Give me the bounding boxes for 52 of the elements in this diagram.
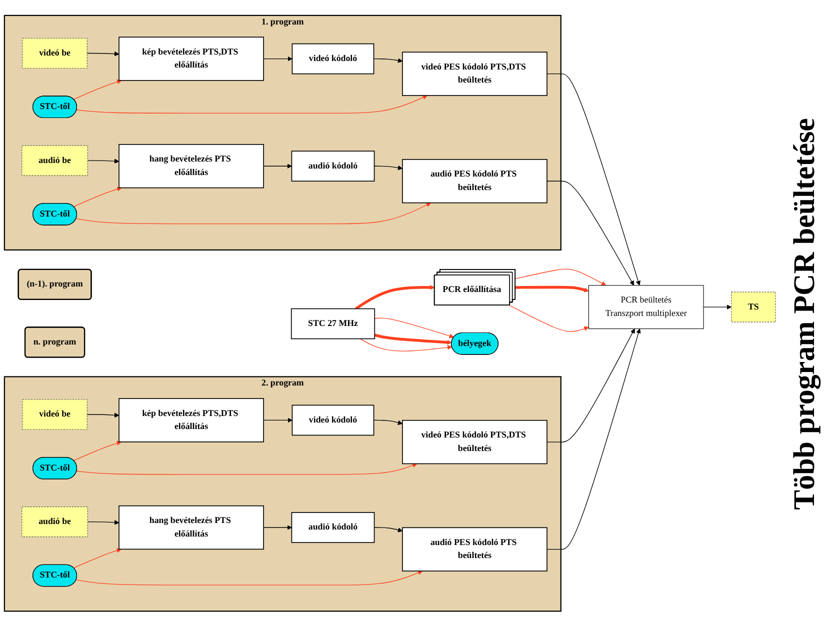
arrow — [360, 338, 452, 352]
node-box: kép bevételezés PTS,DTS előállítás — [118, 36, 264, 82]
arrow — [263, 164, 292, 169]
arrow — [87, 520, 120, 526]
arrow — [546, 328, 641, 550]
arrow — [263, 418, 292, 423]
arrow — [76, 570, 423, 586]
arrow — [73, 80, 122, 100]
arrow — [73, 548, 122, 568]
node-box: hang bevételezés PTS előállítás — [118, 144, 264, 188]
arrow — [374, 318, 454, 338]
node-box: videó be — [22, 399, 88, 430]
node-box: videó PES kódoló PTS,DTS beültetés — [402, 420, 548, 464]
arrow — [355, 285, 435, 310]
node-box: STC 27 MHz — [290, 308, 376, 340]
node-box: PCR beültetés Transzport multiplexer — [588, 285, 704, 330]
node-box: audió PES kódoló PTS beültetés — [402, 527, 548, 572]
arrow — [508, 305, 589, 332]
arrow — [546, 328, 635, 443]
arrow — [87, 158, 120, 164]
node-box: kép bevételezés PTS,DTS előállítás — [118, 398, 264, 442]
node-box: audió PES kódoló PTS beültetés — [402, 159, 548, 204]
arrow — [263, 525, 292, 530]
arrow — [703, 304, 732, 310]
arrow — [374, 166, 403, 170]
arrow — [86, 52, 120, 56]
node-box: audió be — [22, 145, 88, 176]
arrow — [374, 527, 403, 532]
arrow — [76, 95, 428, 114]
node-box: audió be — [22, 506, 88, 538]
node-box: videó kódoló — [292, 404, 374, 436]
arrow — [546, 180, 634, 286]
node-box: videó PES kódoló PTS,DTS beültetés — [402, 52, 548, 96]
arrow — [73, 186, 122, 208]
diagram-title: Több program PCR beültetése — [788, 118, 822, 510]
arrow — [73, 441, 122, 462]
node-box: videó be — [22, 38, 88, 69]
arrow — [86, 412, 120, 418]
arrow — [373, 420, 403, 426]
arrow — [373, 58, 403, 64]
arrow — [76, 202, 432, 224]
arrow — [76, 463, 418, 475]
node-box: hang bevételezés PTS előállítás — [118, 506, 264, 550]
node-box: audió kódoló — [291, 150, 375, 182]
arrow — [374, 334, 452, 345]
node-box: audió kódoló — [291, 512, 375, 544]
arrow — [515, 286, 589, 292]
node-box: videó kódoló — [292, 44, 374, 74]
node-box: TS — [731, 292, 776, 323]
arrow — [263, 56, 292, 62]
arrow — [546, 74, 641, 286]
arrow — [515, 268, 606, 286]
